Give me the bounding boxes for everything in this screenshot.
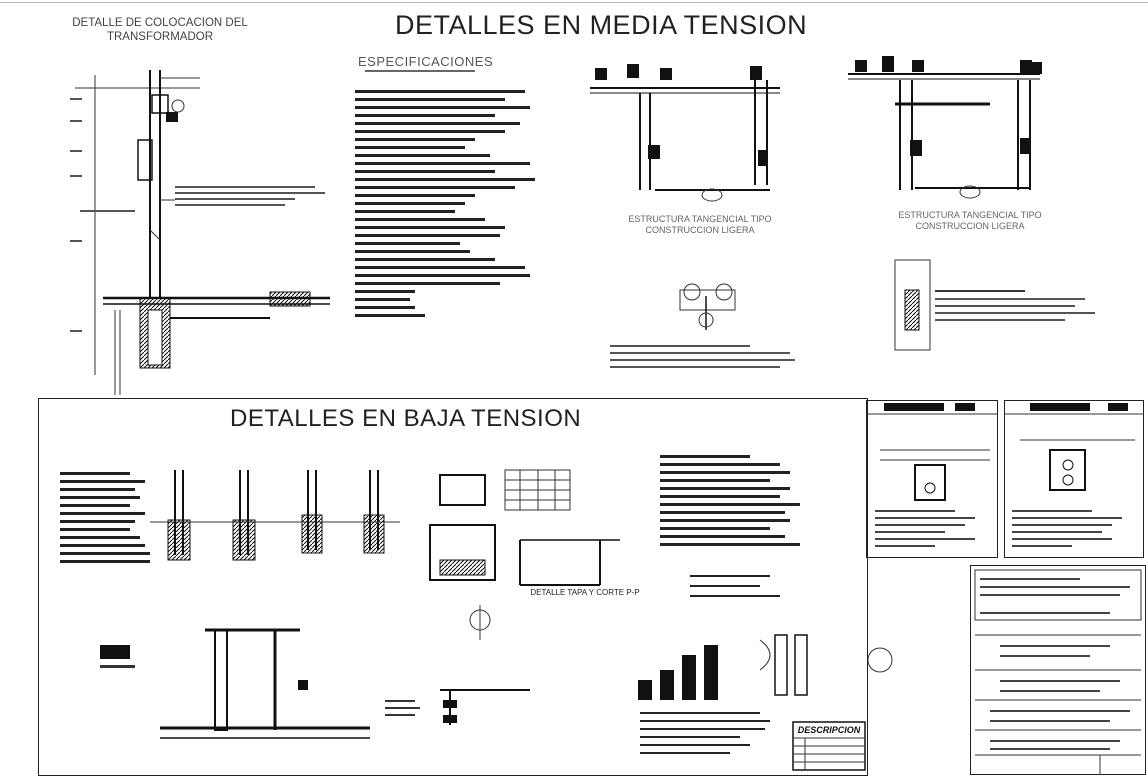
specs-title: ESPECIFICACIONES [358, 54, 494, 69]
descripcion-label: DESCRIPCION [797, 725, 861, 735]
tangencial-structure-light [590, 64, 780, 202]
transformer-detail-title: DETALLE DE COLOCACION DEL TRANSFORMADOR [72, 17, 248, 43]
bt-connector-detail [385, 689, 530, 725]
tangencial-light-caption: ESTRUCTURA TANGENCIAL TIPO CONSTRUCCION … [628, 214, 772, 235]
bt-terminal-glyphs [638, 645, 770, 754]
top-border-line [0, 2, 1148, 3]
panel-2-drawing [1004, 403, 1144, 547]
specs-list-lines [355, 70, 535, 317]
tangencial-structure-heavy [848, 56, 1042, 199]
bt-specs-lines [660, 455, 800, 597]
title-block-lines [974, 569, 1142, 775]
mv-title: DETALLES EN MEDIA TENSION [395, 10, 808, 40]
panel-1-drawing [866, 403, 998, 547]
bt-grounding-detail [100, 628, 370, 739]
bt-title: DETALLES EN BAJA TENSION [230, 405, 582, 432]
bt-legend-lines [60, 472, 150, 563]
detail-panel-2 [1004, 400, 1144, 558]
corte-label: DETALLE TAPA Y CORTE P-P [530, 588, 640, 597]
title-block [970, 565, 1146, 775]
bt-post-details [150, 470, 400, 561]
mv-small-details [610, 259, 1095, 368]
bt-registro-drawing [429, 469, 620, 640]
detail-panel-1 [866, 400, 998, 558]
bt-frame [38, 398, 868, 776]
tangencial-heavy-caption: ESTRUCTURA TANGENCIAL TIPO CONSTRUCCION … [898, 210, 1042, 231]
bt-fuse-detail [759, 634, 893, 696]
descripcion-table [792, 721, 866, 771]
transformer-pole-drawing [70, 70, 330, 395]
